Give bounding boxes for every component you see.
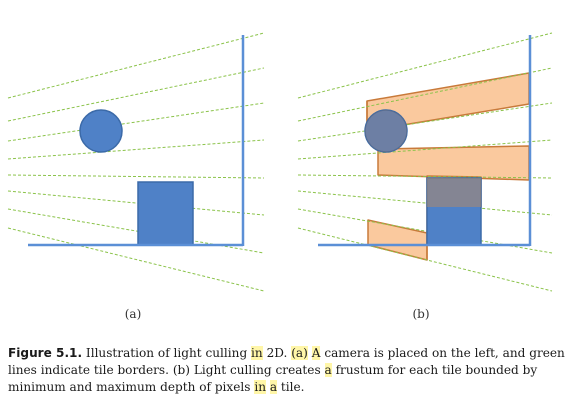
caption-highlight: A xyxy=(311,346,321,360)
tile-border-lines-b xyxy=(297,32,553,292)
sphere-object-b xyxy=(364,109,408,153)
box-overlap-b xyxy=(427,178,481,207)
caption-text: tile. xyxy=(277,380,305,394)
sphere-overlap-b xyxy=(365,110,407,152)
caption-highlight: a xyxy=(269,380,278,394)
caption-label: Figure 5.1. xyxy=(8,346,83,360)
panel-a-label: (a) xyxy=(125,307,142,321)
caption-highlight: in xyxy=(251,346,263,360)
figure-caption: Figure 5.1. Illustration of light cullin… xyxy=(8,345,578,396)
caption-text: camera is placed on the left, and green … xyxy=(8,346,565,377)
panel-a: (a) xyxy=(7,32,265,321)
panel-b: (b) xyxy=(297,32,553,321)
sphere-object-a xyxy=(79,109,123,153)
tile-border-lines-a xyxy=(7,32,265,292)
caption-text: frustum for each tile bounded by minimum… xyxy=(8,363,538,394)
caption-highlight: (a) xyxy=(291,346,308,360)
box-object-a xyxy=(137,181,194,246)
caption-text: Illustration of light culling xyxy=(82,346,252,360)
caption-highlight: a xyxy=(324,363,332,377)
panel-b-label: (b) xyxy=(412,307,429,321)
caption-highlight: in xyxy=(254,380,266,394)
caption-text: 2D. xyxy=(262,346,292,360)
